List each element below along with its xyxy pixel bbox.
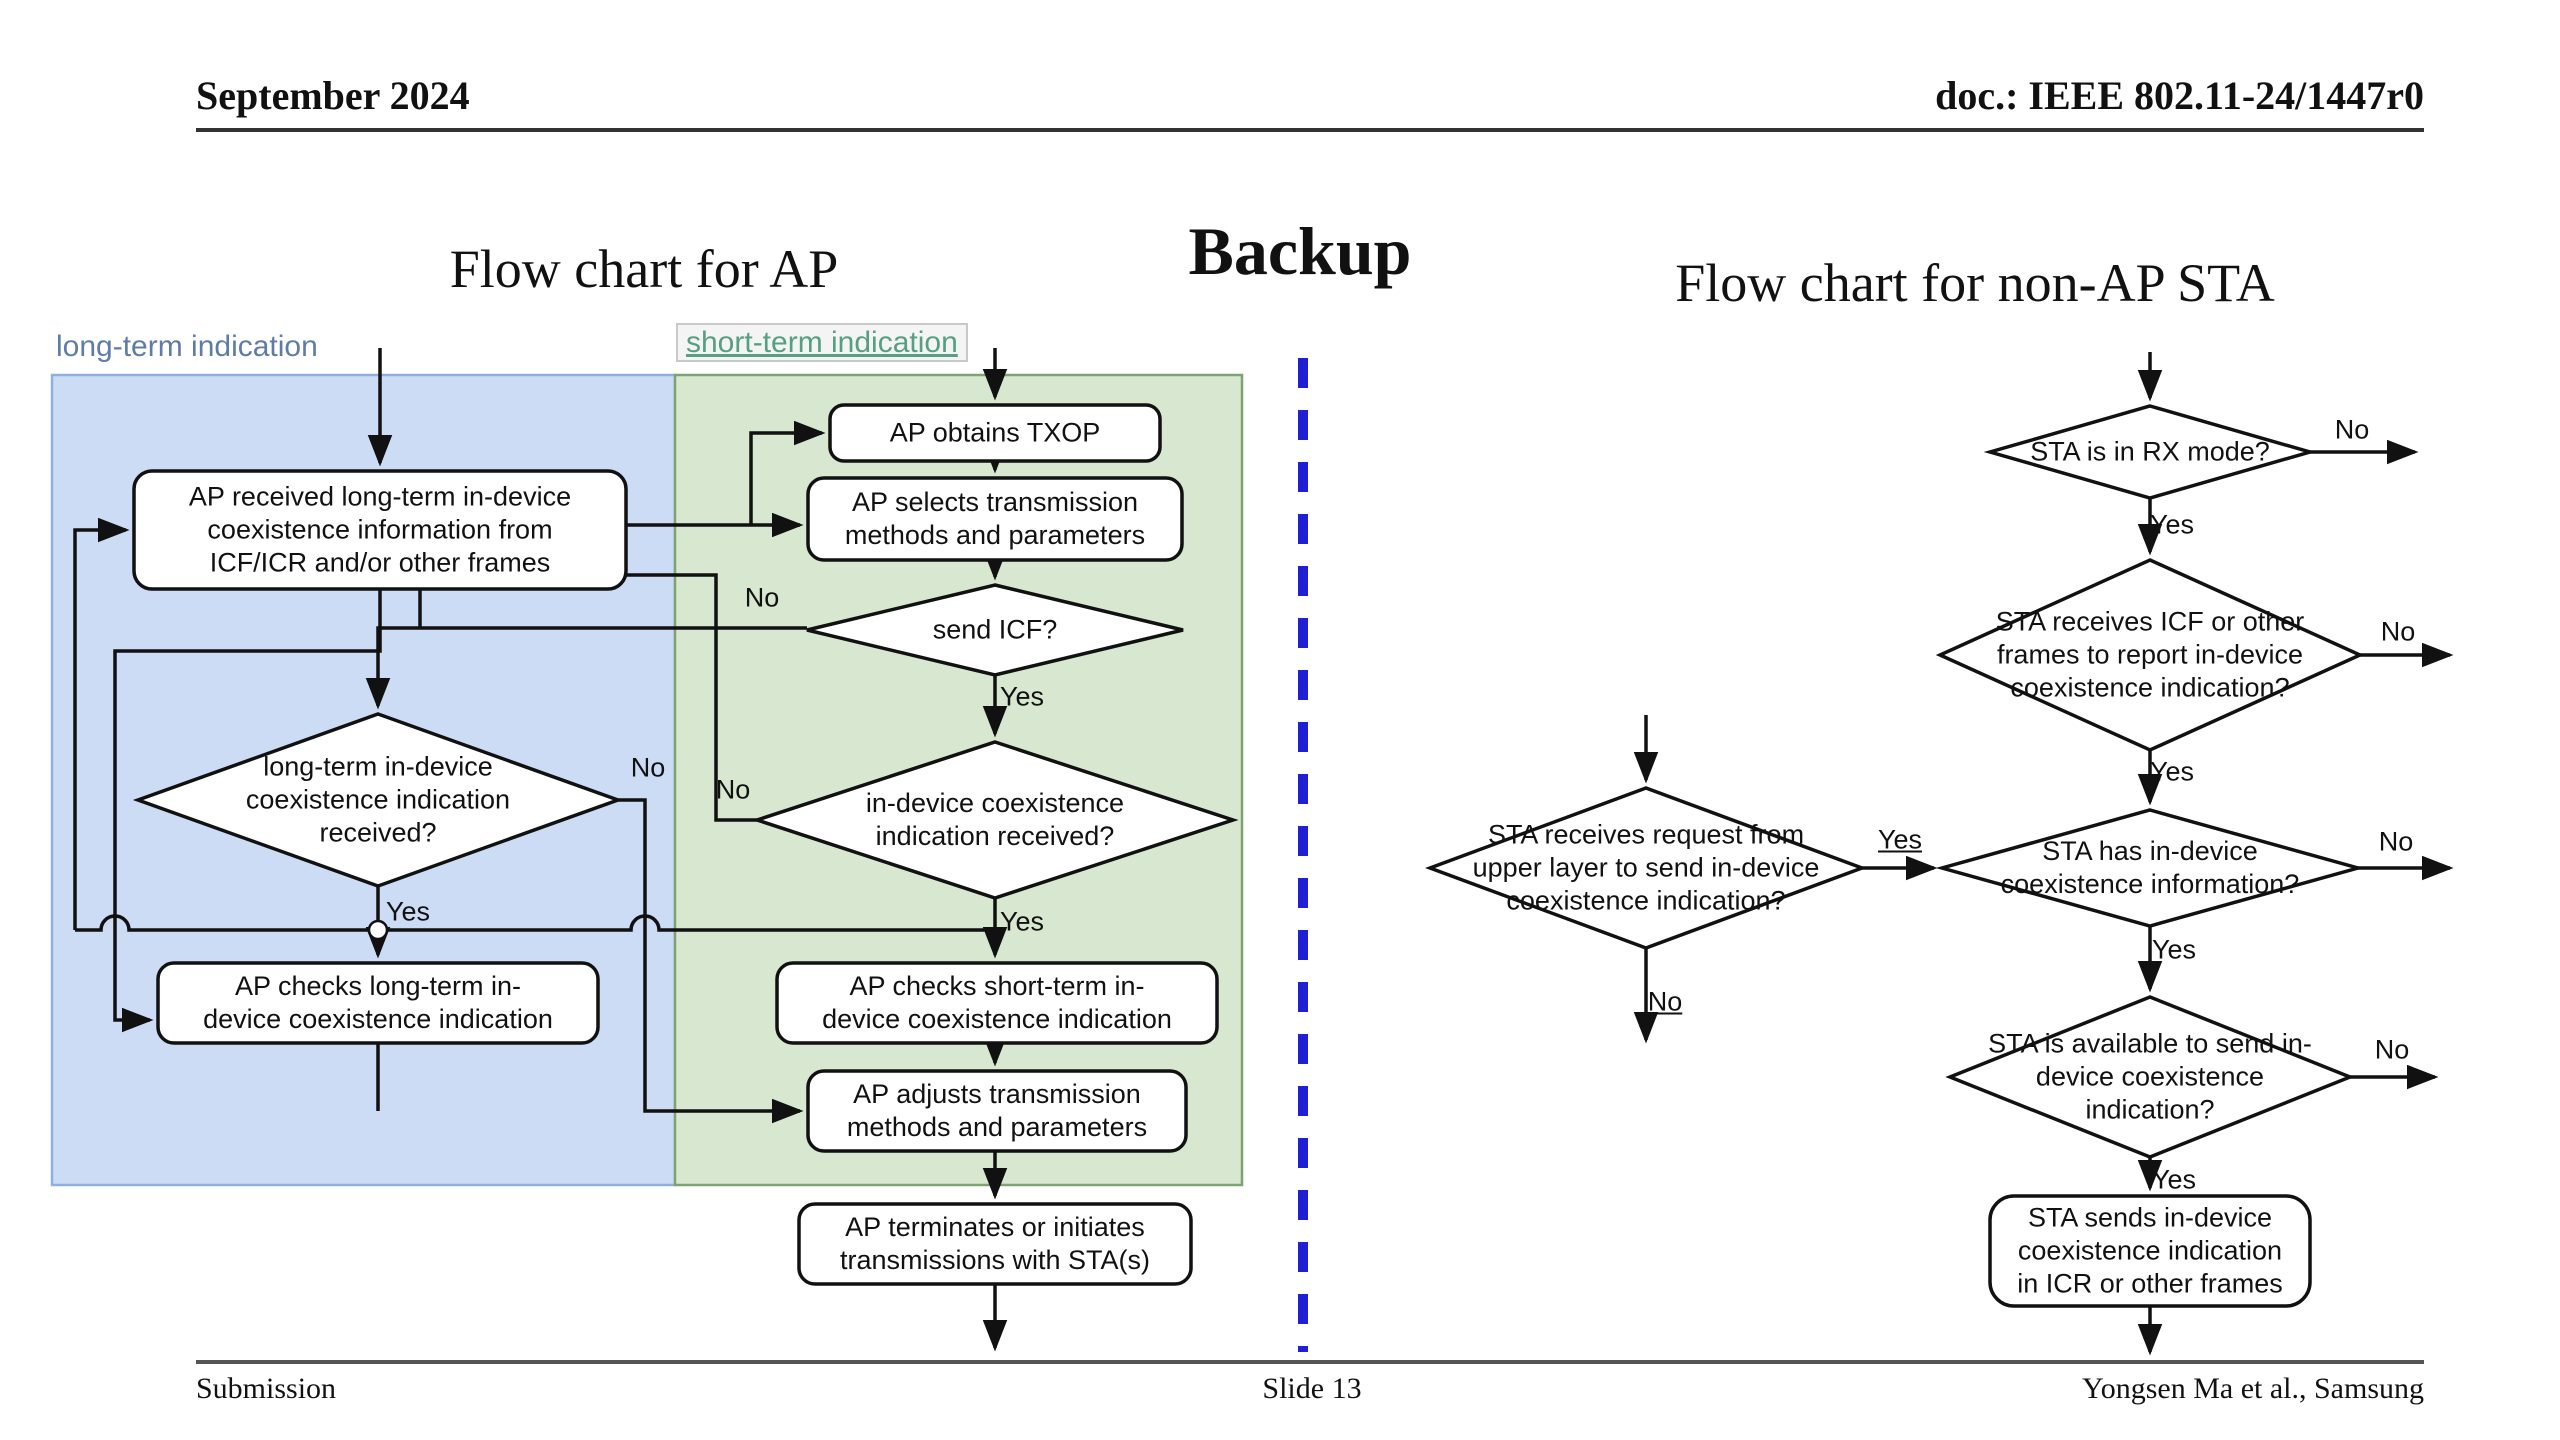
decision-indevice-shape <box>751 740 1239 900</box>
rxmode-yes-label: Yes <box>2149 509 2195 540</box>
ap-chart-connectors <box>73 348 1008 1352</box>
process-checkslong-label: AP checks long-term in-device coexistenc… <box>203 971 553 1034</box>
receivesicf-yes-label: Yes <box>2149 756 2195 787</box>
sendicf-yes-label: Yes <box>999 681 1045 712</box>
title-ap-chart: Flow chart for AP <box>449 239 839 299</box>
decision-request-shape <box>1424 786 1868 950</box>
short-term-region-label: short-term indication <box>676 323 968 362</box>
process-adjusts-shape <box>806 1069 1188 1153</box>
available-yes-label: Yes <box>2151 1164 2197 1195</box>
sta-chart-connectors <box>1633 352 2454 1356</box>
process-checkslong-shape <box>156 961 600 1045</box>
process-received-shape <box>132 469 628 591</box>
decision-hasinfo-shape <box>1935 808 2365 928</box>
process-checksshort-label: AP checks short-term in-device coexisten… <box>822 971 1172 1034</box>
footer-slide-number: Slide 13 <box>1262 1372 1362 1405</box>
decision-receivesicf-shape <box>1935 558 2365 752</box>
footer-authors: Yongsen Ma et al., Samsung <box>2082 1372 2424 1405</box>
connector-indevice-no <box>418 573 757 822</box>
indevice-no-label: No <box>715 774 751 805</box>
process-checksshort-shape <box>775 961 1219 1045</box>
request-yes-label: Yes <box>1877 824 1923 855</box>
available-no-label: No <box>2374 1034 2410 1065</box>
hasinfo-no-label: No <box>2378 826 2414 857</box>
connector-longterm-no-to-adjusts <box>618 798 804 1124</box>
receivesicf-no-label: No <box>2380 616 2416 647</box>
connector-received-to-checkslong <box>113 589 382 1033</box>
longterm-yes-label: Yes <box>385 896 431 927</box>
indevice-yes-label: Yes <box>999 906 1045 937</box>
decision-rxmode-shape <box>1983 404 2317 500</box>
decision-rxmode-label: STA is in RX mode? <box>2030 436 2270 467</box>
connector-branch-to-txop <box>749 420 826 525</box>
connector-sendicf-no-to-longterm <box>365 626 807 710</box>
connector-loop-to-received <box>73 517 130 930</box>
rxmode-no-label: No <box>2334 414 2370 445</box>
process-txop-shape <box>828 403 1162 463</box>
decision-sendicf-shape <box>806 583 1184 677</box>
long-term-region-label: long-term indication <box>56 330 318 363</box>
process-txop-label: AP obtains TXOP <box>889 417 1101 448</box>
footer-submission: Submission <box>196 1372 337 1405</box>
header-doc: doc.: IEEE 802.11-24/1447r0 <box>1935 73 2424 118</box>
process-terminates-shape <box>797 1202 1193 1286</box>
decision-longterm-shape <box>132 712 624 888</box>
sta-chart-nodes <box>1424 404 2365 1308</box>
title-backup: Backup <box>1188 213 1412 289</box>
hasinfo-yes-label: Yes <box>2151 934 2197 965</box>
process-sends-shape <box>1988 1194 2312 1308</box>
process-selects-shape <box>806 476 1184 562</box>
header-date: September 2024 <box>196 73 470 118</box>
decision-sendicf-label: send ICF? <box>932 614 1058 645</box>
title-sta-chart: Flow chart for non-AP STA <box>1675 253 2275 313</box>
decision-available-label: STA is available to send in-device coexi… <box>1988 1028 2312 1125</box>
ap-chart-nodes <box>132 403 1239 1286</box>
longterm-no-label: No <box>630 752 666 783</box>
merge-junction-circle <box>367 919 389 941</box>
short-term-region-label-text: short-term indication <box>676 323 968 362</box>
request-no-label: No <box>1647 986 1683 1017</box>
decision-available-shape <box>1945 995 2355 1159</box>
sendicf-no-label: No <box>744 582 780 613</box>
